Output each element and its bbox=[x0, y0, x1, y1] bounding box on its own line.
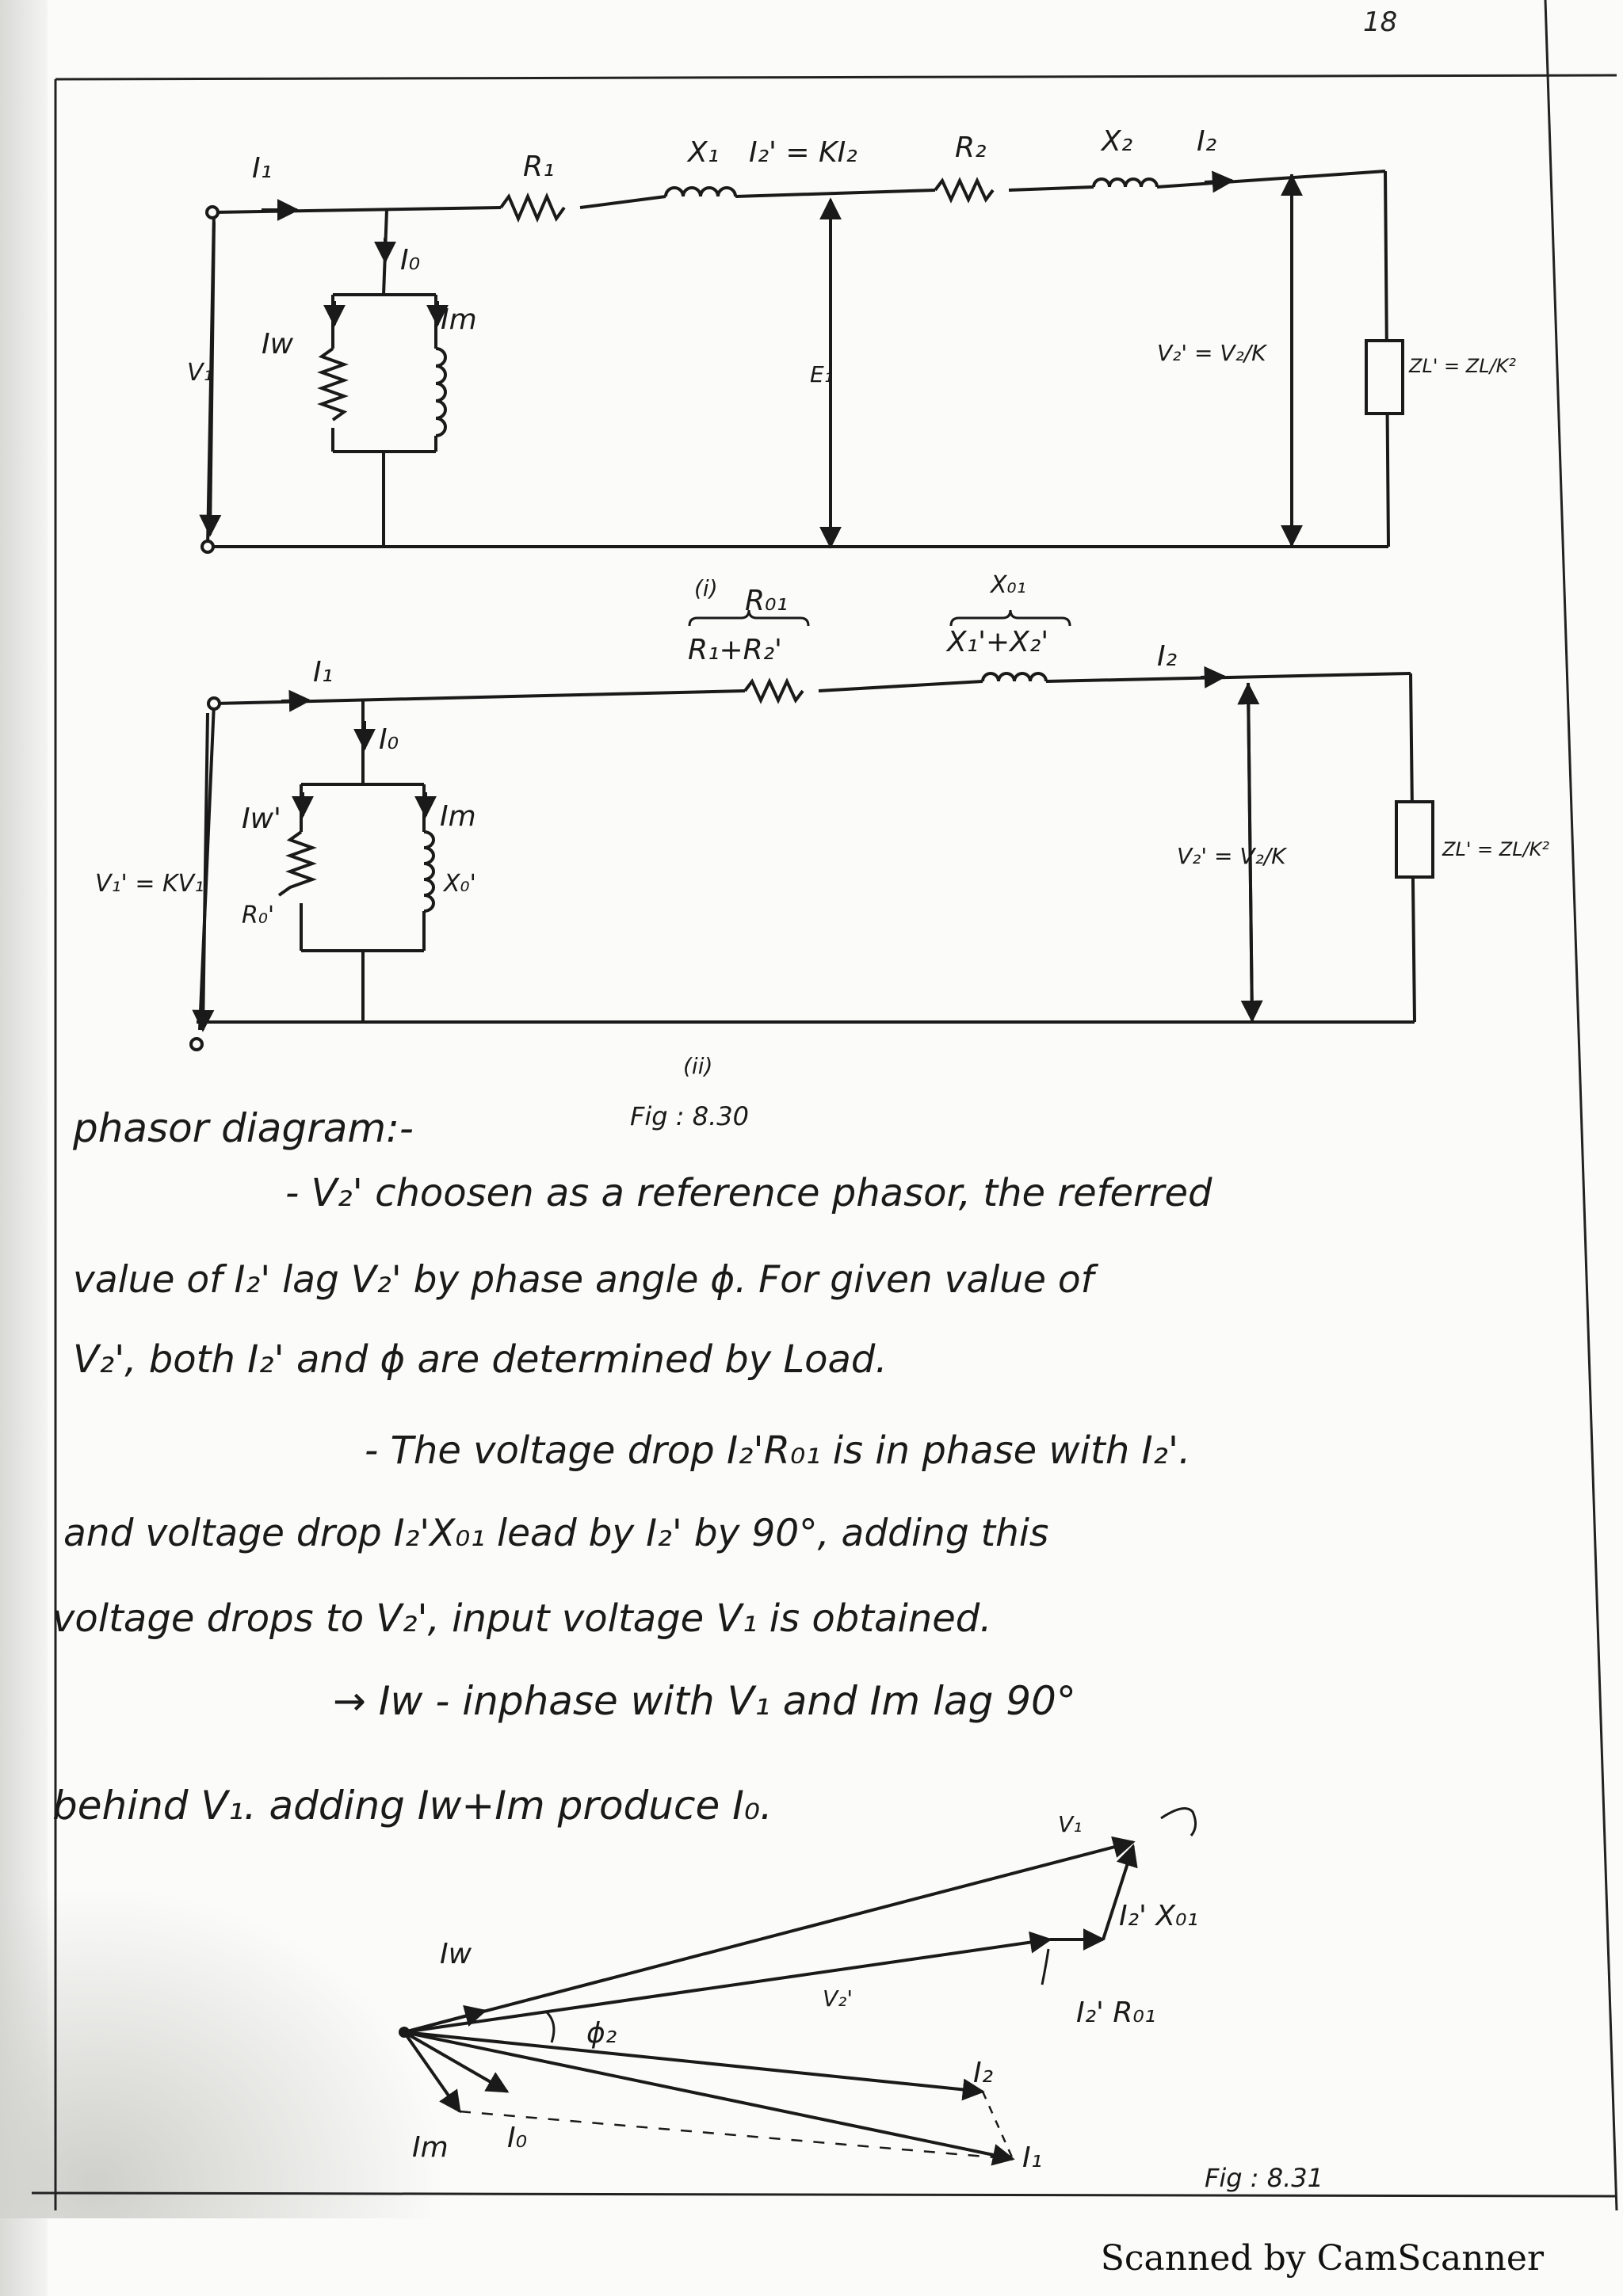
figure-label-8-30: Fig : 8.30 bbox=[630, 1101, 749, 1131]
label-v2-referred: V₂' = V₂/K bbox=[1177, 843, 1288, 869]
scan-corner-shadow bbox=[0, 1862, 475, 2218]
text-line-7: → Iw - inphase with V₁ and Im lag 90° bbox=[333, 1678, 1076, 1724]
text-line-1: - V₂' choosen as a reference phasor, the… bbox=[285, 1171, 1212, 1215]
phasor-i2 bbox=[403, 2031, 985, 2101]
label-im: Im bbox=[441, 303, 477, 336]
label-zl-referred: ZL' = ZL/K² bbox=[1442, 838, 1549, 860]
inductor-x0-referred bbox=[423, 830, 435, 913]
text-line-5: and voltage drop I₂'X₀₁ lead by I₂' by 9… bbox=[63, 1512, 1049, 1555]
phasor-iw bbox=[403, 2004, 487, 2034]
phasor-heading: phasor diagram:- bbox=[73, 1105, 414, 1151]
circuit-diagram-ii bbox=[189, 609, 1434, 1051]
label-i1: I₁ bbox=[252, 152, 272, 185]
label-x1: X₁ bbox=[686, 136, 719, 169]
label-i2-referred: I₂' = KI₂ bbox=[749, 136, 857, 169]
caption-i: (i) bbox=[694, 575, 718, 601]
label-i2-x01: I₂' X₀₁ bbox=[1119, 1900, 1198, 1932]
label-i2: I₂ bbox=[1157, 640, 1177, 673]
text-line-3: V₂', both I₂' and ϕ are determined by Lo… bbox=[73, 1337, 888, 1382]
phasor-diagram bbox=[399, 1807, 1197, 2166]
label-v2-referred: V₂' = V₂/K bbox=[1157, 340, 1268, 366]
inductor-x01 bbox=[981, 672, 1048, 682]
label-v1-referred: V₁' = KV₁ bbox=[95, 870, 204, 898]
label-v2-referred: V₂' bbox=[823, 1985, 853, 2012]
phasor-i0 bbox=[403, 2031, 510, 2093]
label-r1: R₁ bbox=[523, 151, 554, 183]
resistor-r01 bbox=[743, 677, 804, 704]
resistor-r2 bbox=[934, 177, 995, 204]
resistor-r1 bbox=[499, 192, 566, 223]
label-x2: X₂ bbox=[1100, 125, 1132, 158]
label-r01: R₀₁ bbox=[745, 585, 788, 617]
label-x01: X₀₁ bbox=[989, 571, 1026, 599]
text-line-6: voltage drops to V₂', input voltage V₁ i… bbox=[52, 1596, 992, 1641]
label-v1: V₁ bbox=[187, 359, 213, 387]
label-x0-referred: X₀' bbox=[442, 870, 476, 898]
load-impedance-ii bbox=[1395, 800, 1434, 879]
inductor-xm bbox=[435, 347, 447, 437]
caption-ii: (ii) bbox=[683, 1053, 712, 1079]
label-r0-referred: R₀' bbox=[242, 902, 274, 929]
label-im: Im bbox=[440, 800, 476, 833]
phasor-v1 bbox=[403, 1836, 1136, 2034]
page-frame bbox=[31, 0, 1618, 2211]
figure-label-8-31: Fig : 8.31 bbox=[1205, 2163, 1323, 2193]
label-i0: I₀ bbox=[507, 2122, 527, 2154]
label-r2: R₂ bbox=[955, 132, 986, 164]
page-number: 18 bbox=[1363, 6, 1398, 38]
circuit-diagram-i bbox=[199, 170, 1404, 554]
label-v1: V₁ bbox=[1058, 1811, 1082, 1837]
label-im: Im bbox=[412, 2131, 449, 2164]
label-phi2: ϕ₂ bbox=[586, 2017, 617, 2050]
label-i0: I₀ bbox=[400, 244, 420, 277]
label-iw: Iw bbox=[440, 1938, 472, 1970]
text-line-4: - The voltage drop I₂'R₀₁ is in phase wi… bbox=[365, 1428, 1191, 1473]
resistor-rw bbox=[317, 347, 349, 421]
label-iw-referred: Iw' bbox=[242, 803, 281, 835]
label-iw: Iw bbox=[262, 328, 294, 360]
scanner-watermark: Scanned by CamScanner bbox=[1100, 2238, 1544, 2279]
load-impedance-i bbox=[1365, 339, 1404, 415]
label-i2-r01: I₂' R₀₁ bbox=[1076, 1997, 1155, 2029]
label-e1: E₁ bbox=[810, 361, 833, 387]
label-x01-expression: X₁'+X₂' bbox=[945, 626, 1048, 658]
label-i2: I₂ bbox=[973, 2057, 993, 2089]
label-r01-expression: R₁+R₂' bbox=[688, 634, 782, 666]
phasor-i1 bbox=[403, 2031, 1015, 2166]
label-i0: I₀ bbox=[379, 723, 399, 756]
phasor-im bbox=[403, 2031, 461, 2114]
label-i1: I₁ bbox=[1022, 2142, 1042, 2174]
phasor-i2-x01 bbox=[1102, 1844, 1138, 1940]
label-i1: I₁ bbox=[313, 656, 333, 688]
label-i2: I₂ bbox=[1197, 125, 1216, 158]
text-line-8: behind V₁. adding Iw+Im produce I₀. bbox=[52, 1783, 773, 1829]
text-line-2: value of I₂' lag V₂' by phase angle ϕ. F… bbox=[73, 1258, 1094, 1302]
label-zl-referred: ZL' = ZL/K² bbox=[1408, 355, 1516, 377]
inductor-x1 bbox=[664, 186, 737, 197]
inductor-x2 bbox=[1092, 177, 1159, 188]
resistor-r0-referred bbox=[277, 830, 317, 897]
phasor-v2-referred bbox=[403, 1931, 1052, 2034]
